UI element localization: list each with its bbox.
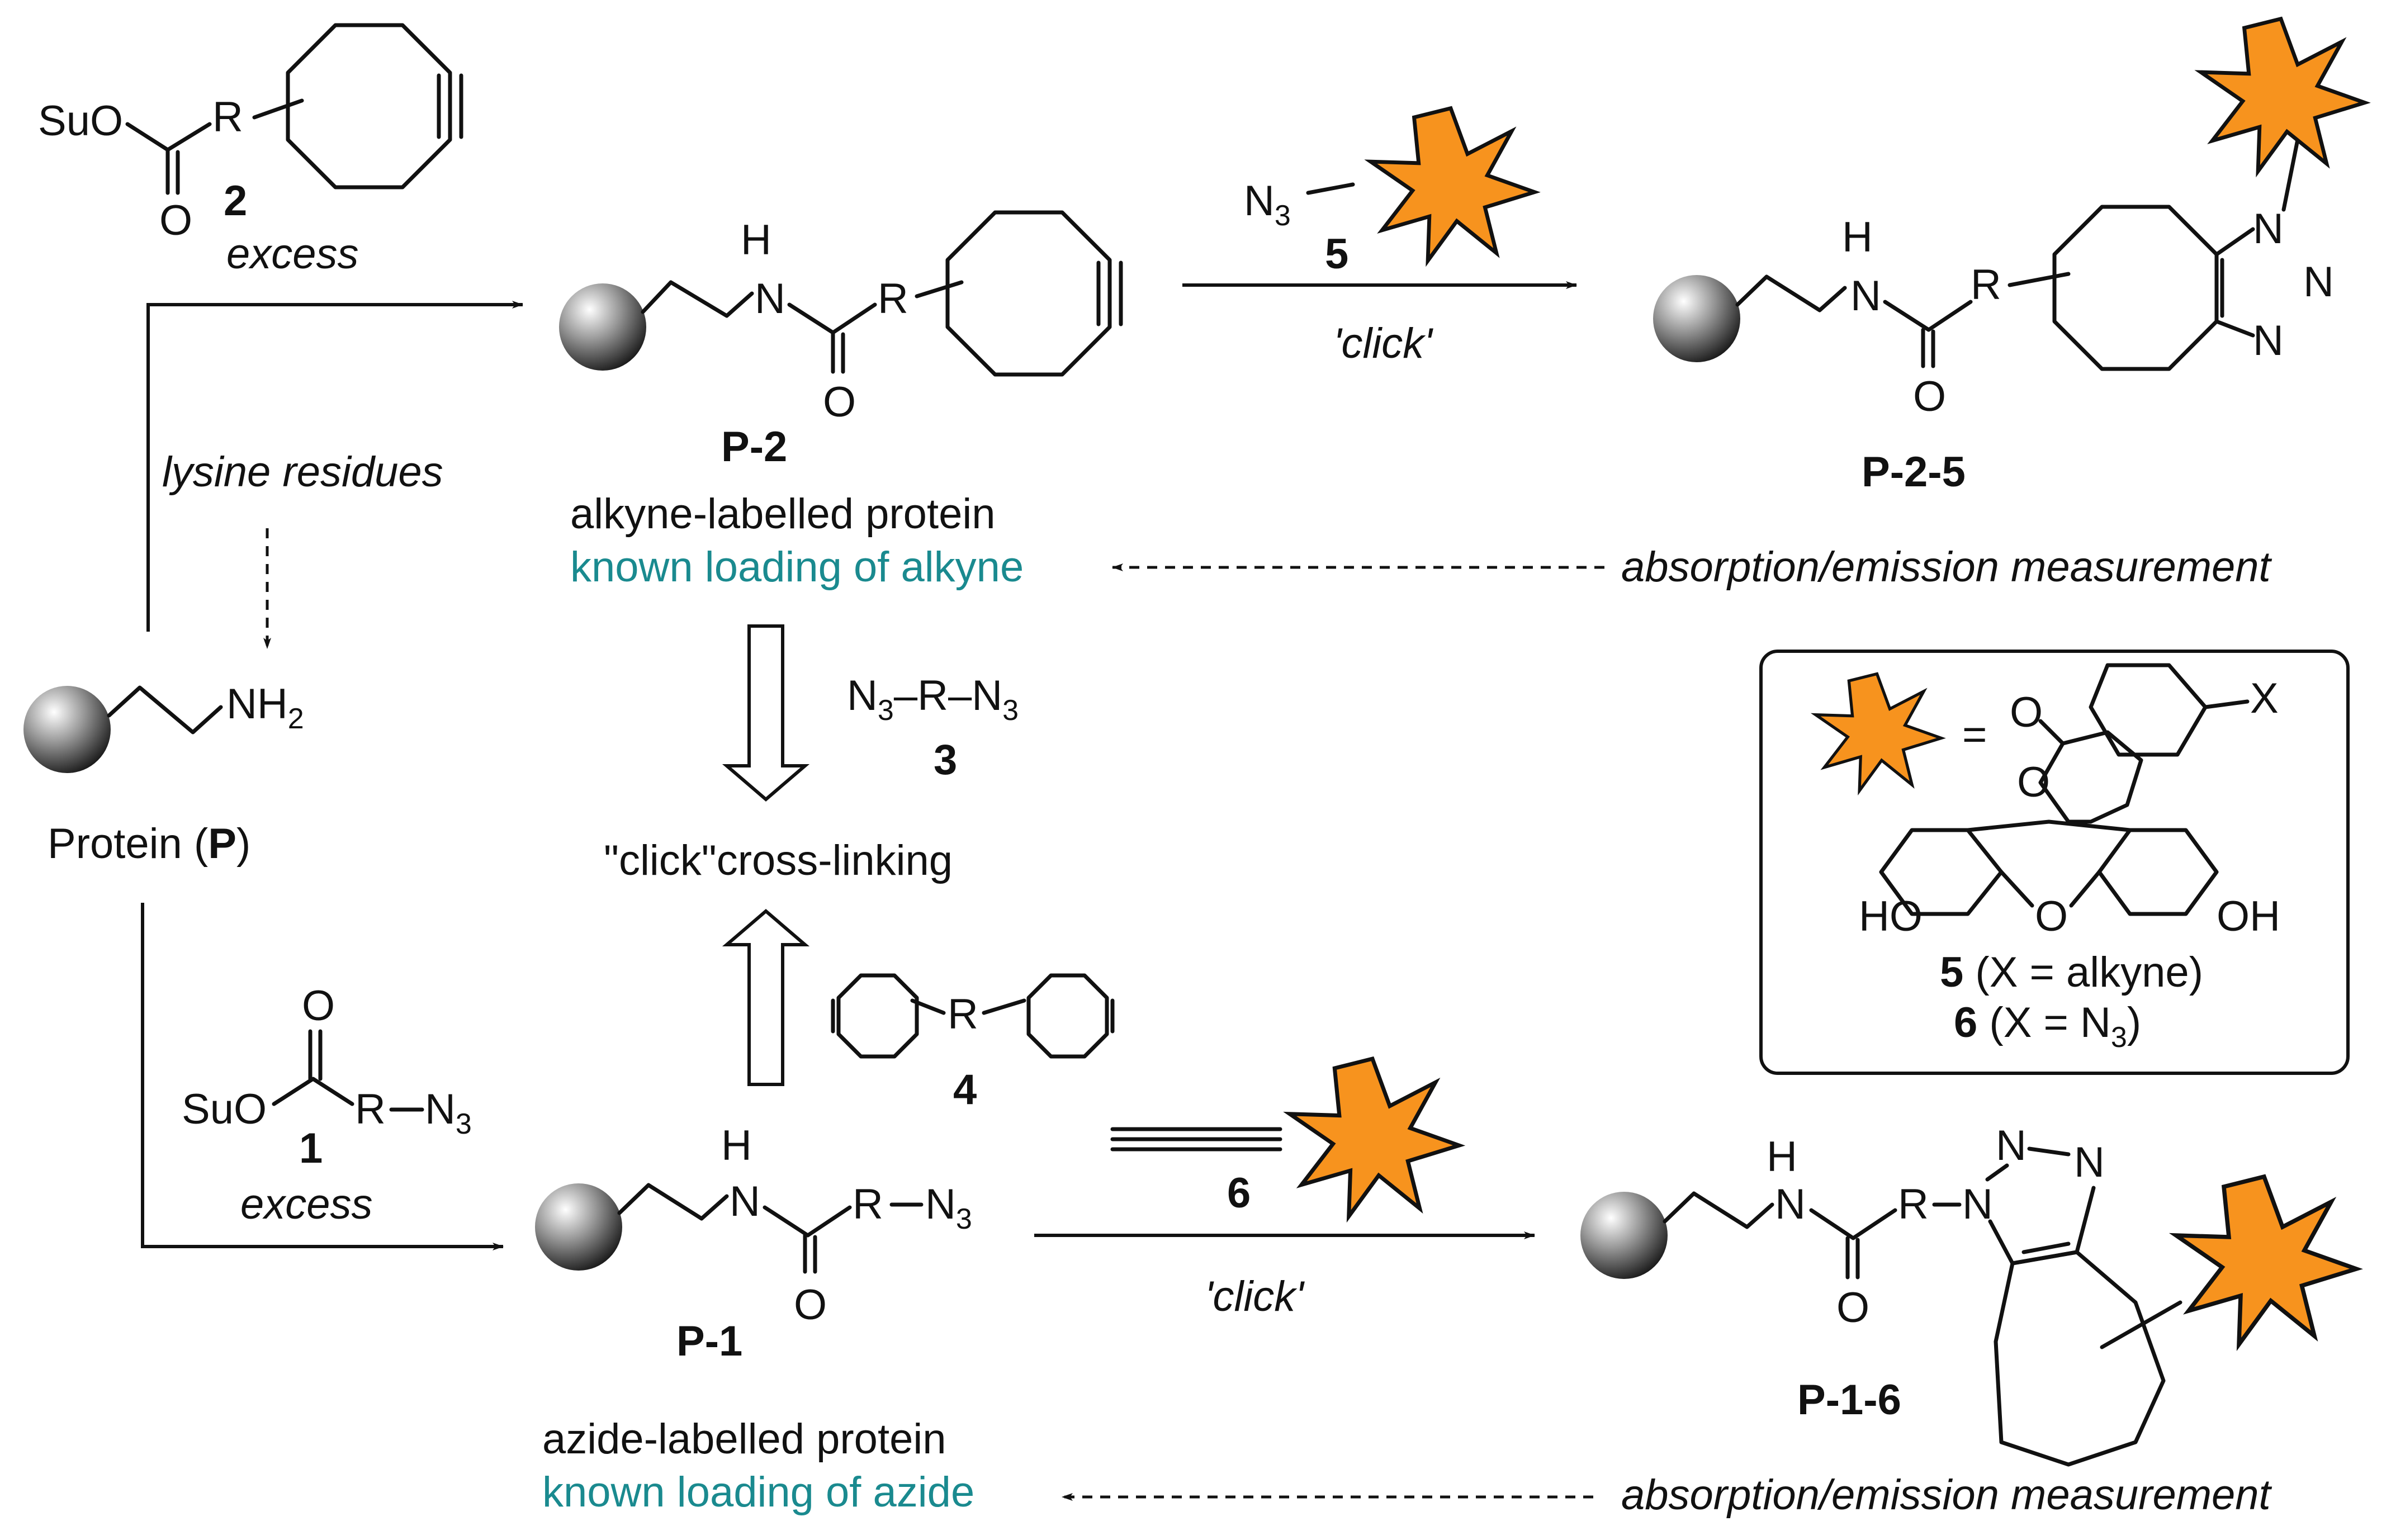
suo-label-2: SuO xyxy=(38,97,123,145)
fluorophore-star-icon xyxy=(1816,674,1942,790)
bottom-click-reaction: 6 'click' xyxy=(1034,1059,1535,1320)
excess-label-1: excess xyxy=(240,1181,373,1228)
azide-protein-caption: azide-labelled protein xyxy=(542,1415,946,1463)
crosslinking-label: "click"cross-linking xyxy=(604,837,953,884)
o-label-1: O xyxy=(302,982,335,1030)
o-lactone-label: O xyxy=(2017,759,2050,806)
lysine-residues-label: lysine residues xyxy=(162,448,443,496)
fluorophore-star-icon xyxy=(1371,108,1535,261)
n3-atom-label-p25: N xyxy=(2253,317,2284,364)
p2-structure: H N O R P-2 alkyne-labelled protein know… xyxy=(559,210,1123,591)
n-label-p2: N xyxy=(755,275,785,323)
protein-ball xyxy=(535,1183,622,1271)
oh-label: OH xyxy=(2217,893,2280,940)
p16-structure: H N O R N N N P-1-6 xyxy=(1580,1122,2357,1467)
compound-6-number: 6 xyxy=(1227,1169,1251,1217)
h-label-p2: H xyxy=(741,216,771,264)
n1-label-p16: N xyxy=(1962,1181,1993,1228)
legend-5: 5 (X = alkyne) xyxy=(1940,949,2203,996)
fluorophore-legend: = O O X O HO OH 5 (X = alkyne) 6 (X = N3… xyxy=(1759,650,2350,1075)
o-label-p1: O xyxy=(794,1281,827,1329)
legend-6: 6 (X = N3) xyxy=(1954,999,2141,1054)
protein-caption: Protein (P) xyxy=(48,820,250,868)
p25-structure: H N O R N N N P-2-5 xyxy=(1653,19,2365,496)
r-label-p16: R xyxy=(1898,1181,1929,1228)
equals-sign: = xyxy=(1962,711,1987,759)
protein-p: NH2 Protein (P) xyxy=(23,680,304,868)
n3-label-1: N3 xyxy=(425,1086,472,1140)
nh2-label: NH2 xyxy=(226,680,304,735)
suo-label-1: SuO xyxy=(182,1086,267,1133)
protein-ball xyxy=(1580,1192,1668,1279)
n3-label-p1: N3 xyxy=(925,1181,972,1235)
left-pathway: lysine residues xyxy=(141,301,523,1250)
r-label-2: R xyxy=(212,93,243,141)
p1-label: P-1 xyxy=(676,1318,742,1365)
compound-5-number: 5 xyxy=(1325,230,1348,278)
fluorophore-star-icon xyxy=(1290,1059,1459,1216)
n-label-p1: N xyxy=(730,1178,760,1225)
r-label-p25: R xyxy=(1971,261,2001,309)
r-label-p2: R xyxy=(878,275,908,323)
h-label-p16: H xyxy=(1767,1133,1797,1181)
compound-4-number: 4 xyxy=(953,1066,977,1113)
azide-loading-caption: known loading of azide xyxy=(542,1468,974,1516)
alkyne-loading-caption: known loading of alkyne xyxy=(570,543,1024,591)
r-label-1: R xyxy=(355,1086,386,1133)
n3-label-5: N3 xyxy=(1244,177,1291,232)
o-bridge-label: O xyxy=(2035,893,2068,940)
p25-label: P-2-5 xyxy=(1862,448,1966,496)
n1-label-p25: N xyxy=(2253,205,2284,253)
p2-label: P-2 xyxy=(721,423,787,471)
compound-2-number: 2 xyxy=(224,177,247,225)
p1-structure: H N O R N3 P-1 azide-labelled protein kn… xyxy=(535,1122,974,1516)
cross-linking: N3–R–N3 3 "click"cross-linking R 4 xyxy=(604,624,1115,1113)
n-label-p16: N xyxy=(1775,1181,1806,1228)
fluorophore-star-icon xyxy=(2176,1177,2357,1344)
o-label-2: O xyxy=(159,197,192,244)
compound-2-structure: SuO O R 2 excess xyxy=(38,23,463,278)
o-label-p25: O xyxy=(1913,373,1946,420)
protein-ball xyxy=(23,686,111,773)
o-carbonyl-label: O xyxy=(2010,689,2043,736)
h-label-p25: H xyxy=(1842,214,1873,261)
x-substituent-label: X xyxy=(2250,675,2279,722)
fluorophore-star-icon xyxy=(2201,19,2365,172)
absorption-label-top: absorption/emission measurement xyxy=(1621,543,2272,591)
compound-1-structure: O SuO R N3 1 excess xyxy=(182,982,472,1228)
protein-ball xyxy=(1653,275,1740,362)
n2-label-p16: N xyxy=(1996,1122,2027,1169)
h-label-p1: H xyxy=(721,1122,752,1169)
protein-ball xyxy=(559,283,646,371)
r-label-4: R xyxy=(948,991,978,1038)
n3-atom-label-p16: N xyxy=(2074,1139,2105,1186)
o-label-p2: O xyxy=(823,378,856,426)
ho-label: HO xyxy=(1859,893,1923,940)
compound-3-number: 3 xyxy=(934,736,957,784)
o-label-p16: O xyxy=(1836,1284,1869,1331)
top-click-reaction: N3 5 'click' xyxy=(1182,108,1577,367)
measurement-arrows: absorption/emission measurement absorpti… xyxy=(1062,543,2272,1519)
n2-label-p25: N xyxy=(2303,258,2334,306)
crosslinker-3-formula: N3–R–N3 xyxy=(847,672,1019,727)
absorption-label-bottom: absorption/emission measurement xyxy=(1621,1471,2272,1519)
compound-1-number: 1 xyxy=(299,1125,323,1172)
n-label-p25: N xyxy=(1850,272,1881,320)
alkyne-protein-caption: alkyne-labelled protein xyxy=(570,490,995,538)
p16-label: P-1-6 xyxy=(1797,1376,1901,1424)
click-label-top: 'click' xyxy=(1333,320,1433,367)
excess-label-2: excess xyxy=(226,230,359,278)
r-label-p1: R xyxy=(853,1181,883,1228)
click-label-bottom: 'click' xyxy=(1205,1273,1305,1320)
